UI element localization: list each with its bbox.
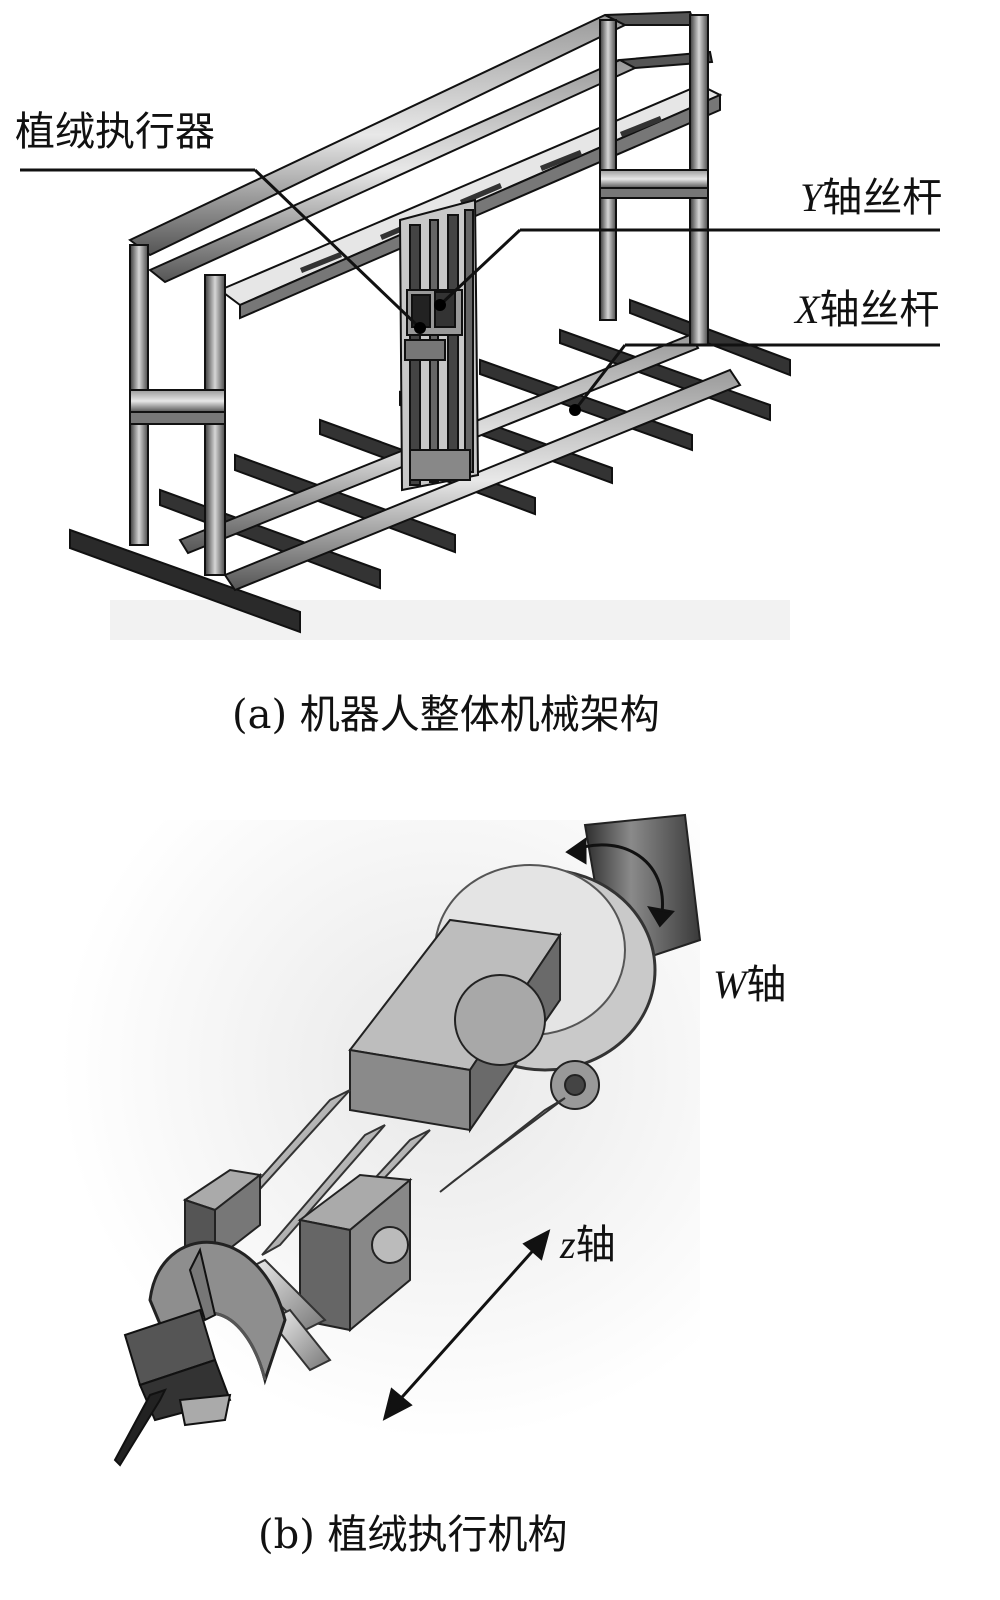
label-y-axis-var: Y: [800, 175, 823, 220]
caption-a: (a) 机器人整体机械架构: [232, 692, 660, 738]
z-axis-arrow: [382, 1229, 551, 1421]
leader-dots: [414, 299, 581, 416]
label-z-axis-var: z: [560, 1222, 576, 1267]
caption-b: (b) 植绒执行机构: [258, 1512, 568, 1558]
figure-a-machine-frame: 植绒执行器 Y轴丝杆 X轴丝杆 (a) 机器人整体机械架构: [0, 0, 1000, 735]
needle-head: [113, 1247, 232, 1467]
w-axis-rotation-arrow: [565, 837, 675, 928]
actuator-head-block: [348, 918, 562, 1134]
label-x-axis-screw: X轴丝杆: [795, 287, 940, 333]
label-w-axis-text: 轴: [746, 962, 787, 1008]
label-x-axis-var: X: [795, 287, 820, 332]
floor-shadow: [110, 600, 790, 640]
label-w-axis-var: W: [713, 962, 747, 1007]
pin-joint: [550, 1060, 600, 1110]
figure-b-flocking-actuator: W轴 z轴 (b) 植绒执行机构: [0, 800, 1000, 1555]
label-y-axis-text: 轴丝杆: [822, 175, 943, 221]
y-axis-carriage: [398, 198, 480, 492]
label-x-axis-text: 轴丝杆: [819, 287, 940, 333]
middle-carriage: [297, 1173, 413, 1333]
beam-slots: [300, 116, 662, 273]
label-y-axis-screw: Y轴丝杆: [800, 175, 943, 221]
vertical-posts: [129, 14, 709, 576]
machine-frame-illustration: [20, 10, 940, 640]
flocking-actuator-illustration: [60, 813, 702, 1467]
leader-lines: [20, 168, 940, 411]
label-w-axis: W轴: [713, 962, 787, 1008]
label-z-axis-text: 轴: [575, 1222, 616, 1268]
label-actuator: 植绒执行器: [15, 109, 215, 155]
label-z-axis: z轴: [560, 1222, 616, 1268]
